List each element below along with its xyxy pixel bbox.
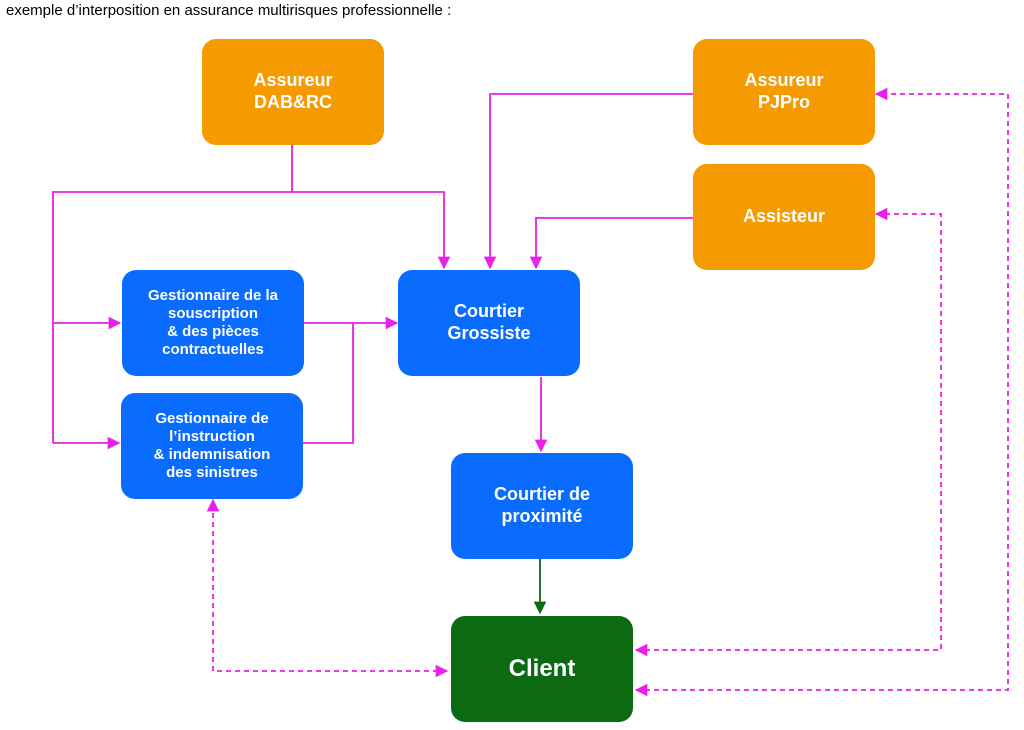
node-gestionnaire-sinistres: Gestionnaire de l’instruction & indemnis… — [121, 393, 303, 499]
node-gestionnaire-sinistres-line-2: l’instruction — [169, 428, 255, 445]
link-assisteur-to-grossiste — [529, 217, 693, 270]
node-assureur-dabrc-line-1: Assureur — [253, 70, 333, 91]
node-courtier-grossiste: Courtier Grossiste — [398, 270, 580, 376]
node-gestionnaire-souscription-line-2: souscription — [167, 305, 258, 322]
node-courtier-proximite: Courtier de proximité — [451, 453, 633, 559]
node-client: Client — [451, 616, 633, 722]
node-gestionnaire-souscription-line-4: contractuelles — [162, 341, 264, 358]
node-courtier-grossiste-line-2: Grossiste — [447, 323, 531, 343]
node-gestionnaire-souscription-line-1: Gestionnaire de la — [147, 287, 279, 304]
node-assisteur-line-1: Assisteur — [742, 206, 826, 227]
node-courtier-proximite-line-2: proximité — [501, 506, 583, 526]
node-gestionnaire-souscription: Gestionnaire de la souscription & des pi… — [122, 270, 304, 376]
node-client-line-1: Client — [508, 654, 576, 682]
link-pjpro-to-grossiste — [483, 93, 693, 270]
dashed-client-assisteur — [634, 207, 942, 657]
node-assureur-pjpro: Assureur PJPro — [693, 39, 875, 145]
node-assisteur: Assisteur — [693, 164, 875, 270]
dashed-client-sinistres — [206, 498, 449, 678]
link-dabrc-left-bus — [52, 191, 292, 443]
node-gestionnaire-sinistres-line-4: des sinistres — [166, 464, 258, 481]
node-assureur-dabrc: Assureur DAB&RC — [202, 39, 384, 145]
diagram-caption: exemple d’interposition en assurance mul… — [6, 2, 452, 19]
node-assureur-pjpro-line-1: Assureur — [744, 70, 824, 91]
node-assureur-pjpro-line-2: PJPro — [757, 92, 811, 112]
link-dabrc-to-grossiste — [292, 191, 451, 270]
node-gestionnaire-sinistres-line-1: Gestionnaire de — [155, 410, 269, 427]
link-sinistres-to-grossiste — [300, 323, 354, 444]
node-courtier-proximite-line-1: Courtier de — [493, 484, 590, 505]
node-gestionnaire-sinistres-line-3: & indemnisation — [153, 446, 271, 463]
dashed-client-pjpro — [634, 87, 1009, 697]
node-assureur-dabrc-line-2: DAB&RC — [254, 92, 332, 112]
node-courtier-grossiste-line-1: Courtier — [453, 301, 524, 322]
node-gestionnaire-souscription-line-3: & des pièces — [167, 323, 259, 340]
